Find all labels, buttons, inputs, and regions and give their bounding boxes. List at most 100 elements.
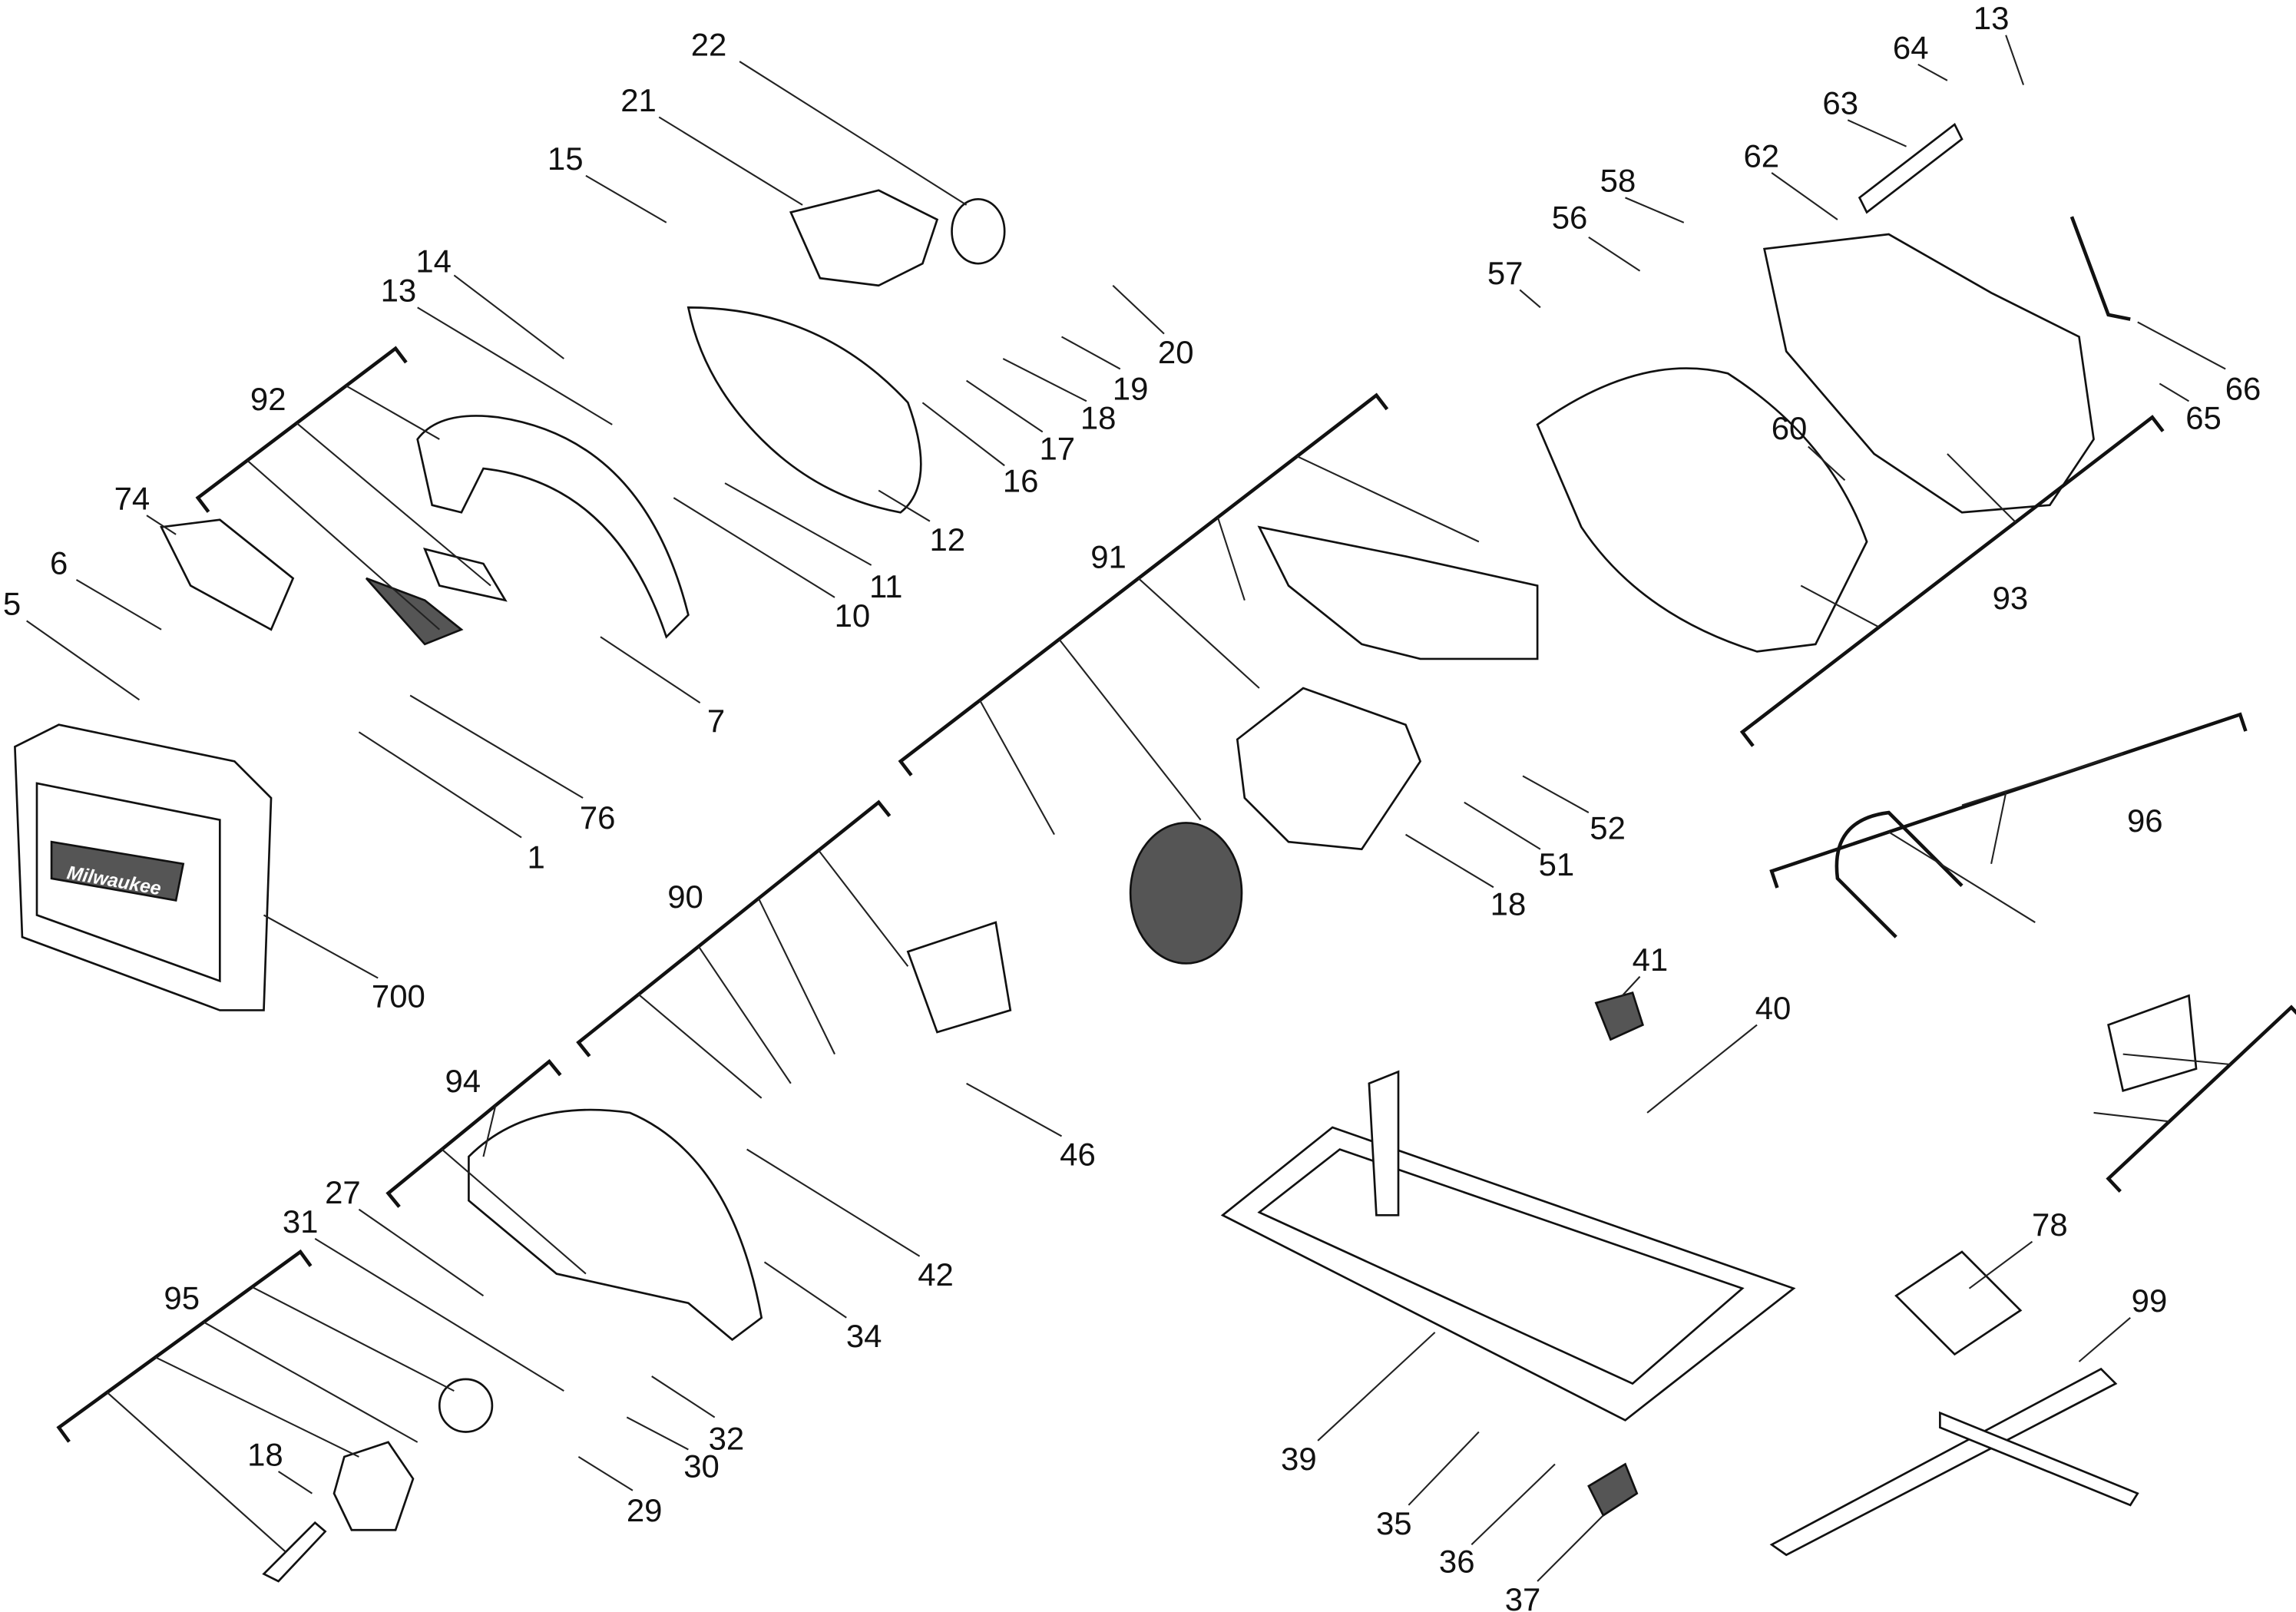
leader-line [739,61,968,206]
stop-plate-part [423,547,508,602]
part-label-18: 18 [247,1436,283,1472]
knob-part [1587,1462,1639,1518]
assembly-bracket-93 [1739,415,2165,747]
depth-knob-part [1594,991,1645,1041]
leader-line [277,1471,313,1494]
part-label-700: 700 [372,978,425,1015]
part-label-1: 1 [527,839,544,876]
bracket-leader-line [106,1392,286,1553]
bracket-leader-line [1216,517,1246,601]
part-label-11: 11 [869,568,903,604]
leader-line [1968,1240,2033,1289]
leader-line [2137,321,2226,370]
leader-line [1917,63,1948,81]
leader-line [417,306,613,425]
bracket-leader-line [482,1105,497,1157]
part-label-31: 31 [283,1203,319,1240]
armature-part [906,921,1012,1034]
bearing-ring-part [951,197,1006,265]
part-label-34: 34 [846,1318,882,1354]
leader-line [1471,1463,1556,1546]
leader-line [1625,197,1685,223]
part-labels: 2221151413927465136463625856572019181716… [3,0,2261,1612]
part-label-16: 16 [1003,463,1039,499]
part-label-6: 6 [50,545,68,581]
part-label-46: 46 [1060,1137,1096,1173]
bracket-leader-line [697,945,792,1084]
leader-line [453,274,564,359]
bracket-leader-line [296,422,491,587]
assembly-brackets [56,346,2296,1553]
part-label-13: 13 [381,273,417,309]
leader-line [626,1416,689,1451]
bracket-leader-line [757,898,835,1055]
part-label-93: 93 [1993,580,2029,616]
leader-line [673,497,835,598]
leader-line [651,1375,716,1418]
bracket-leader-line [1137,578,1260,689]
leader-line [585,174,667,223]
leader-line [1002,358,1087,402]
part-label-51: 51 [1539,846,1575,882]
part-label-20: 20 [1158,334,1194,370]
part-label-64: 64 [1893,29,1929,65]
part-label-39: 39 [1281,1441,1317,1477]
guide-frame-part [1834,810,1964,938]
rip-fence-arm [1939,1411,2139,1507]
leader-line [1519,289,1541,309]
part-label-74: 74 [114,480,151,516]
part-label-40: 40 [1755,990,1791,1026]
bracket-leader-line [637,994,763,1099]
part-label-15: 15 [548,141,584,177]
bracket-leader-line [441,1148,587,1275]
part-label-27: 27 [325,1174,361,1210]
bracket-leader-line [154,1356,359,1458]
part-label-56: 56 [1552,199,1588,235]
label-sheet-part [1894,1250,2023,1356]
leader-line [658,116,803,206]
battery-adapter-part [160,518,295,631]
bracket-leader-line [1961,753,2124,806]
part-label-90: 90 [667,879,703,915]
part-label-30: 30 [683,1448,720,1485]
bracket-leader-line [1947,453,2016,523]
assembly-bracket-96 [1769,712,2248,889]
leader-line [2078,1317,2131,1362]
bracket-leader-line [246,459,440,631]
carry-case-part: Milwaukee [14,723,273,1011]
handle-housing-part [1763,233,2095,514]
bracket-leader-line [979,700,1055,836]
part-label-21: 21 [620,82,657,118]
housing-part [1536,367,1868,653]
rip-fence-part [1769,1367,2118,1557]
spindle-part [262,1521,327,1583]
part-label-17: 17 [1039,431,1075,467]
leader-line [1646,1024,1758,1114]
leader-line [600,636,701,703]
leader-line [314,1237,564,1392]
leader-line [966,379,1044,433]
bevel-bracket-part [1368,1070,1400,1216]
part-label-32: 32 [709,1420,745,1456]
leader-line [921,402,1005,467]
leader-line [1464,801,1541,850]
part-label-29: 29 [627,1492,663,1528]
leader-line [1771,172,1838,220]
stator-part [1129,822,1243,965]
motor-cover-part [789,189,939,287]
part-label-91: 91 [1090,539,1126,575]
assembly-bracket-90 [576,799,892,1058]
part-label-22: 22 [691,26,727,62]
part-label-95: 95 [164,1279,200,1316]
leader-line [1537,1514,1604,1582]
leader-line [966,1082,1063,1137]
bracket-leader-line [1800,584,1880,628]
part-label-13: 13 [1973,0,2010,36]
assembly-bracket-94 [385,1058,562,1208]
leader-line [746,1148,921,1257]
part-label-57: 57 [1487,255,1523,291]
leader-line [358,1208,485,1297]
bracket-leader-line [1058,638,1202,821]
part-label-60: 60 [1772,410,1808,446]
part-label-52: 52 [1590,809,1626,846]
